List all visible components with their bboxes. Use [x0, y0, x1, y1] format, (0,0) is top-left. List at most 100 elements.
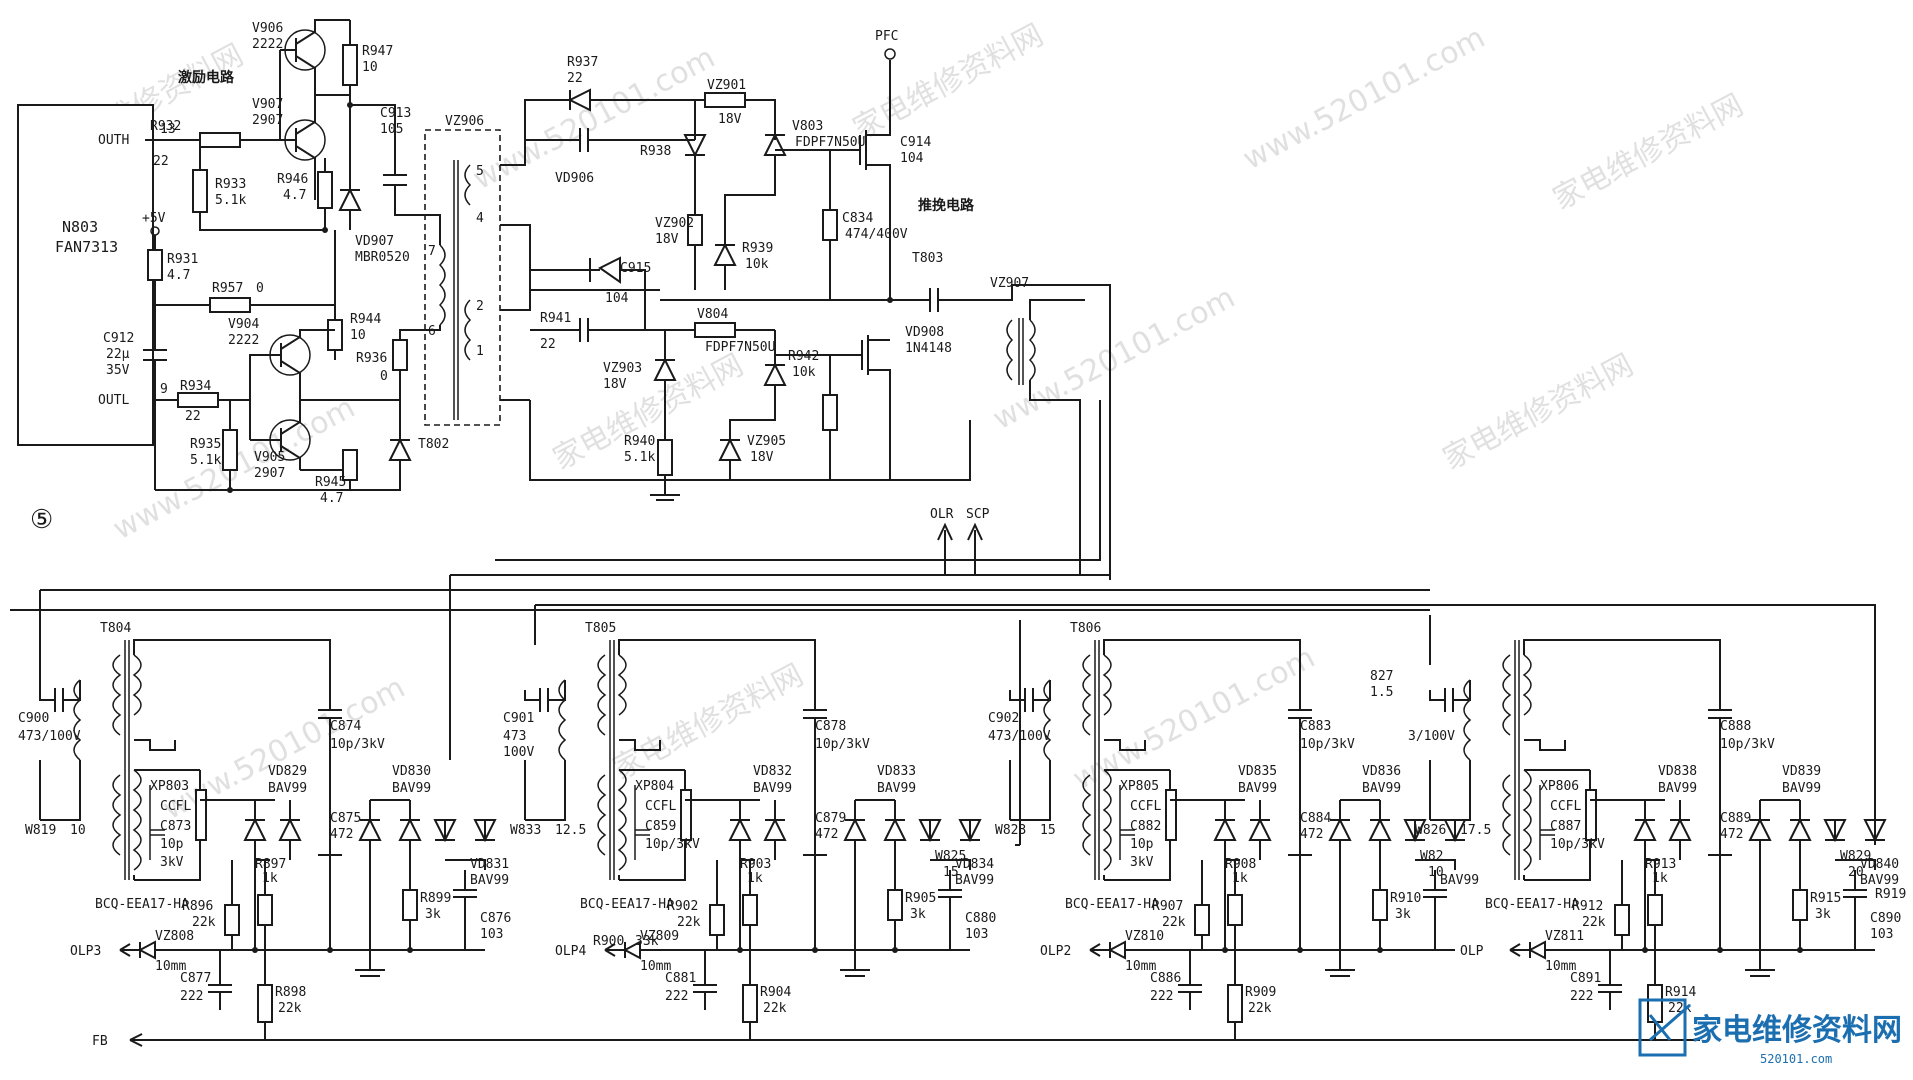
watermark: www.520101.com — [1237, 20, 1491, 177]
label-vz901: V803 — [792, 119, 823, 134]
resistor-r941 — [694, 322, 736, 338]
resistor-r934 — [177, 392, 219, 408]
diode-pair-b-type: BAV99 — [392, 781, 431, 796]
resistor-rc-value: 3k — [425, 907, 441, 922]
resistor-rd — [257, 984, 273, 1023]
resistor-rb-value: 22k — [1162, 915, 1186, 930]
value-vd907: MBR0520 — [355, 250, 410, 265]
value-vd908: 18V — [603, 377, 627, 392]
diode-a1 — [243, 817, 267, 841]
pin-6: 6 — [428, 324, 436, 339]
value-vz901: FDPF7N50U — [795, 135, 865, 150]
resistor-r942 — [822, 394, 838, 431]
value-vz903: 10k — [792, 365, 816, 380]
diode-b2 — [1788, 817, 1812, 841]
ccfl-cap-label: C859 — [645, 819, 676, 834]
winding2-label: W825 — [935, 849, 966, 864]
resistor-r933 — [192, 169, 208, 213]
value-v906: 2222 — [252, 37, 283, 52]
diode-pair-b-label: VD836 — [1362, 764, 1401, 779]
winding-label: W826 — [1415, 823, 1446, 838]
diode-c1 — [1823, 819, 1847, 843]
diode-pair-a-type: BAV99 — [1238, 781, 1277, 796]
cap-cb-label: C880 — [965, 911, 996, 926]
winding2-value: 15 — [943, 865, 959, 880]
label-vz907: C915 — [620, 261, 651, 276]
resistor-ra — [257, 894, 273, 926]
label-v906: V906 — [252, 21, 283, 36]
diode-b1 — [358, 817, 382, 841]
watermark-layer: 家电维修资料网 www.520101.com 家电维修资料网 www.52010… — [47, 18, 1749, 827]
label-r947: R947 — [362, 44, 393, 59]
resistor-ra — [1647, 894, 1663, 926]
zener-value: 10mm — [155, 959, 186, 974]
winding-value: 10 — [70, 823, 86, 838]
value-c912-voltage: 35V — [106, 363, 130, 378]
diode-pair-c-label: VD840 — [1860, 857, 1899, 872]
resistor-ra-label: R908 — [1225, 857, 1256, 872]
resistor-ra-value: 1k — [1232, 871, 1248, 886]
ccfl-cap-voltage: 3kV — [160, 855, 184, 870]
ccfl-label: CCFL — [1550, 799, 1581, 814]
cap-cc-label: C881 — [665, 971, 696, 986]
cap-ca-label: C875 — [330, 811, 361, 826]
resistor-rb-value: 22k — [677, 915, 701, 930]
value-c915: 22 — [540, 337, 556, 352]
cap-ca-label: C889 — [1720, 811, 1751, 826]
diode-a2 — [1248, 817, 1272, 841]
label-r932: R932 — [150, 119, 181, 134]
resistor-rd-label: R898 — [275, 985, 306, 1000]
logo-url: 520101.com — [1760, 1052, 1832, 1066]
label-vz905: VZ905 — [747, 434, 786, 449]
value-v804: 1N4148 — [905, 341, 952, 356]
hv-cap-label: C888 — [1720, 719, 1751, 734]
resistor-r935 — [222, 429, 238, 471]
value-c912: 22μ — [106, 347, 130, 362]
ccfl-cap-value: 10p/3kV — [645, 837, 700, 852]
input-cap-value: 3/100V — [1408, 729, 1455, 744]
winding3-label: 827 — [1370, 669, 1393, 684]
transformer-model: BCQ-EEA17-HA — [1485, 897, 1579, 912]
ccfl-cap-label: C887 — [1550, 819, 1581, 834]
resistor-ra-value: 1k — [747, 871, 763, 886]
ccfl-cap-label: C882 — [1130, 819, 1161, 834]
label-r933: R933 — [215, 177, 246, 192]
resistor-ra-value: 1k — [1652, 871, 1668, 886]
winding2-label: W829 — [1840, 849, 1871, 864]
zener-value: 10mm — [1545, 959, 1576, 974]
label-scp: SCP — [966, 507, 990, 522]
winding3-value: 1.5 — [1370, 685, 1393, 700]
diode-pair-a-type: BAV99 — [753, 781, 792, 796]
hv-cap-label: C878 — [815, 719, 846, 734]
label-v803: C914 — [900, 135, 931, 150]
value-v907: 2907 — [252, 113, 283, 128]
diode-b1 — [843, 817, 867, 841]
label-r940: R940 — [624, 434, 655, 449]
pin-9: 9 — [160, 382, 168, 397]
winding2-label: W82 — [1420, 849, 1443, 864]
label-c834: T803 — [912, 251, 943, 266]
hv-cap-value: 10p/3kV — [1300, 737, 1355, 752]
input-cap-label: C902 — [988, 711, 1019, 726]
site-logo: 家电维修资料网 520101.com — [1638, 998, 1902, 1066]
label-vd906: R938 — [640, 144, 671, 159]
hv-cap-value: 10p/3kV — [330, 737, 385, 752]
logo-text: 家电维修资料网 — [1692, 1013, 1902, 1048]
resistor-r931 — [147, 249, 163, 281]
watermark: www.520101.com — [1067, 640, 1321, 797]
diode-pair-b-type: BAV99 — [1362, 781, 1401, 796]
cap-cc-label: C877 — [180, 971, 211, 986]
zener-label: VZ809 — [640, 929, 679, 944]
hv-cap-label: C883 — [1300, 719, 1331, 734]
zener-olp — [1510, 940, 1590, 960]
zener-olp — [1090, 940, 1170, 960]
resistor-r940 — [657, 439, 673, 476]
diode-pair-a-label: VD829 — [268, 764, 307, 779]
connector-label: XP804 — [635, 779, 674, 794]
pin-1: 1 — [476, 344, 484, 359]
ccfl-label: CCFL — [645, 799, 676, 814]
winding-value: 12.5 — [555, 823, 586, 838]
label-r936: R936 — [356, 351, 387, 366]
diode-b2 — [1368, 817, 1392, 841]
